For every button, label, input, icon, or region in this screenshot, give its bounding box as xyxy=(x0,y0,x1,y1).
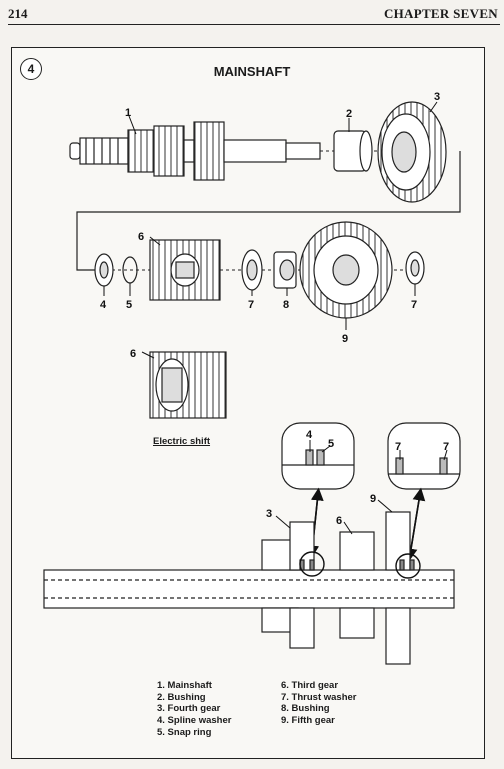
callout-5: 5 xyxy=(126,299,132,311)
detail-callout-7b: 7 xyxy=(443,441,449,453)
fifth-gear-part xyxy=(299,221,393,319)
parts-legend-right: 6. Third gear 7. Thrust washer 8. Bushin… xyxy=(281,680,357,727)
section-callout-9: 9 xyxy=(370,493,376,505)
parts-legend-left: 1. Mainshaft 2. Bushing 3. Fourth gear 4… xyxy=(157,680,231,739)
chapter-heading: CHAPTER SEVEN xyxy=(383,6,498,21)
third-gear-part xyxy=(149,239,221,301)
assembly-path-line xyxy=(76,151,461,271)
detail-circle-left xyxy=(299,551,325,577)
callout-7b: 7 xyxy=(411,299,417,311)
legend-item: 7. Thrust washer xyxy=(281,691,357,703)
cross-section-leaders xyxy=(275,499,393,535)
callout-8: 8 xyxy=(283,299,289,311)
header-rule xyxy=(8,24,500,25)
callout-9: 9 xyxy=(342,333,348,345)
mainshaft-part xyxy=(69,121,321,181)
detail-callout-4: 4 xyxy=(306,429,313,441)
detail-callout-7a: 7 xyxy=(395,441,401,453)
legend-item: 6. Third gear xyxy=(281,680,339,691)
callout-2: 2 xyxy=(346,108,352,120)
detail-circle-right xyxy=(395,553,421,579)
callout-leaders-top xyxy=(128,101,438,135)
thrust-washer-part-2 xyxy=(405,251,425,285)
detail-leaders xyxy=(309,440,448,461)
callout-6: 6 xyxy=(138,231,144,243)
detail-inset-right xyxy=(387,422,461,490)
callout-4: 4 xyxy=(100,299,107,311)
callout-leaders-row2 xyxy=(103,236,416,330)
callout-6b: 6 xyxy=(130,348,136,360)
legend-item: 1. Mainshaft xyxy=(157,680,212,691)
electric-shift-caption: Electric shift xyxy=(153,436,211,447)
thrust-washer-part xyxy=(241,249,263,291)
legend-item: 9. Fifth gear xyxy=(281,715,335,727)
page-number: 214 xyxy=(8,6,28,21)
fourth-gear-part xyxy=(377,101,447,203)
legend-item: 8. Bushing xyxy=(281,703,330,715)
detail-callout-5: 5 xyxy=(328,438,334,450)
figure-title: MAINSHAFT xyxy=(213,64,291,79)
spline-washer-part xyxy=(94,253,114,287)
legend-item: 4. Spline washer xyxy=(157,715,232,727)
legend-item: 3. Fourth gear xyxy=(157,703,221,715)
section-callout-6: 6 xyxy=(336,515,342,527)
legend-item: 5. Snap ring xyxy=(157,726,212,738)
electric-shift-gear-part xyxy=(149,351,227,419)
bushing-part xyxy=(333,130,373,172)
shaft-cross-section xyxy=(43,511,455,665)
callout-3: 3 xyxy=(434,91,440,103)
legend-item: 2. Bushing xyxy=(157,691,206,703)
figure-number-badge: 4 xyxy=(20,58,42,80)
detail-inset-left xyxy=(281,422,355,490)
callout-1: 1 xyxy=(125,107,131,119)
bushing-part-small xyxy=(273,251,297,289)
section-callout-3: 3 xyxy=(266,508,272,520)
callout-7a: 7 xyxy=(248,299,254,311)
